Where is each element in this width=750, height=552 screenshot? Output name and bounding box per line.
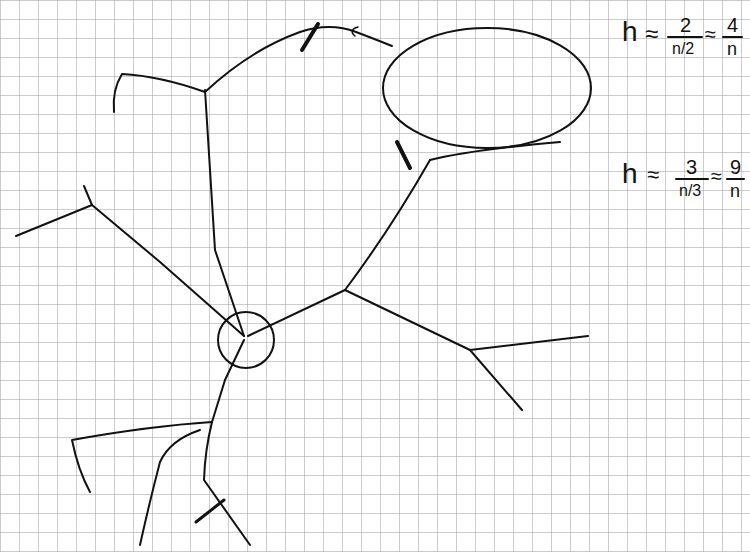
edge-line [92,205,244,336]
edge-line [205,90,244,336]
edge-line [204,422,250,545]
formula-term: n [730,182,740,200]
pen-mark [352,27,358,36]
formula-term: ≈ [705,24,716,44]
edge-line [470,336,588,410]
formula-term: ≈ [645,22,658,46]
edge-line [345,290,470,350]
fraction-bar [668,36,702,38]
tick-mark [196,500,224,522]
formula-term: 2 [680,15,691,35]
formula-term: 4 [727,15,738,35]
formula-term: 3 [686,157,697,177]
edge-line [205,32,300,92]
fraction-bars [668,37,744,179]
edge-line [16,186,92,236]
formula-term: h [622,18,638,46]
formula-term: 9 [730,157,741,177]
formula-term: n/3 [679,183,701,199]
formula-term: h [622,160,638,188]
cycle [383,28,591,148]
tick-mark [397,142,410,168]
formula-term: n [727,40,737,58]
formula-term: ≈ [711,166,722,186]
edge-line [212,340,244,422]
formula-term: n/2 [672,41,694,57]
fraction-bar [723,36,742,38]
formula-term: ≈ [647,164,659,186]
edge-line [345,160,430,290]
edge-line [248,290,345,336]
tick-mark [302,24,318,50]
edge-line [430,142,560,160]
fraction-bar [727,178,744,180]
edge-line [140,430,200,545]
graph-sketch [16,24,591,545]
edge-line [114,74,205,112]
fraction-bar [676,178,708,180]
